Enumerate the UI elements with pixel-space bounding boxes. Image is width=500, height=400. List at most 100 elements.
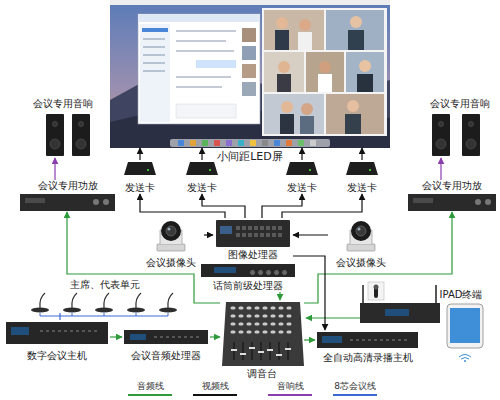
mic-icon-box [368,282,384,300]
amp-knob [485,199,491,205]
dock-icon [250,140,256,146]
mic-neck [136,293,141,308]
sender-card: 发送卡 [280,160,324,194]
mic-preamp-device [201,264,295,277]
dock-icon [214,140,220,146]
node-label: 发送卡 [347,182,377,194]
amp-panel [25,198,45,203]
mic-neck [40,293,45,308]
connector [304,212,452,303]
person [278,61,290,73]
legend-item: 8芯会议线 [320,381,390,396]
mic-base [95,308,113,313]
legend-item: 视频线 [180,381,250,396]
dock-icon [274,140,280,146]
recorder-display [322,336,342,343]
screen-sky [110,0,390,148]
dock-icon [190,140,196,146]
wifi-dot [464,360,466,362]
sidebar-row [142,28,168,32]
recorder: 全自动高清录播主机 [315,330,420,364]
speakers [46,114,480,156]
legend-label: 音频线 [137,381,164,392]
conference-host-device [6,322,108,344]
ipad-terminal: IPAD终端 [428,289,494,353]
image-processor: 图像处理器 [213,218,293,261]
sender-card-device [286,162,318,175]
node-label: 会议专用功放 [38,180,98,192]
preamp-chassis [201,264,295,277]
mic-head [374,285,379,290]
led-screen-picture [110,0,390,148]
amplifiers [20,194,496,211]
status-led [209,169,211,171]
audio-processor-buttons [154,336,202,338]
photo-tile [346,52,384,92]
person [348,30,364,50]
sidebar-row [143,54,165,56]
audio-processor: 会议音频处理器 [122,328,210,362]
node-label: 数字会议主机 [27,350,87,362]
connector [59,313,60,320]
sidebar-row [143,62,165,64]
connector [210,336,220,337]
video-thumb [242,46,256,60]
lens-glint [358,228,361,231]
processor-display [220,226,232,234]
tweeter [469,122,474,127]
tweeter [79,122,84,127]
person [280,114,294,134]
node-label: 会议专用音响 [33,98,93,110]
sidebar-row [143,38,165,40]
wifi-symbol [459,355,471,360]
message-line [176,40,226,42]
recorder-device [317,332,418,348]
status-led [147,169,149,171]
sender-card: 发送卡 [180,160,224,194]
connector [139,148,140,160]
delegate-units: 主席、代表单元 [22,279,188,313]
node-label: 会议专用功放 [422,180,482,192]
camera-dome [351,221,371,241]
sender-cards [124,162,378,175]
camera-dome [161,221,181,241]
message-line [176,50,234,52]
mic-base [31,308,49,313]
person [299,19,311,31]
ipad-body [447,304,483,348]
mic-base [159,308,177,313]
node-label: 图像处理器 [228,249,278,261]
audio-wire [306,317,360,318]
photo-tile [306,52,344,92]
message-line [176,86,222,88]
mic-preamp: 话筒前级处理器 [198,263,298,292]
person [357,74,373,92]
sender-card-device [124,162,156,175]
mic-neck [168,293,173,308]
video-thumb [242,64,256,78]
person [298,32,312,50]
camera-lens [166,226,176,236]
status-led [369,169,371,171]
dock-icon [226,140,232,146]
connector [301,148,302,160]
receiver-chassis [360,303,440,323]
connector [293,234,328,235]
dock-icon [298,140,304,146]
dock-icon [238,140,244,146]
speaker-cabinet [72,114,90,156]
receiver-display [385,309,409,316]
person [277,74,291,92]
node-label: 发送卡 [125,182,155,194]
legend-label: 音响线 [277,381,304,392]
amp-knob [93,199,99,205]
conference-host: 数字会议主机 [4,320,110,362]
connector [282,194,362,218]
mixer: 调音台 [220,300,304,380]
mic-base [63,308,81,313]
tweeter [53,122,58,127]
dock-icon [202,140,208,146]
sender-card-device [186,162,218,175]
